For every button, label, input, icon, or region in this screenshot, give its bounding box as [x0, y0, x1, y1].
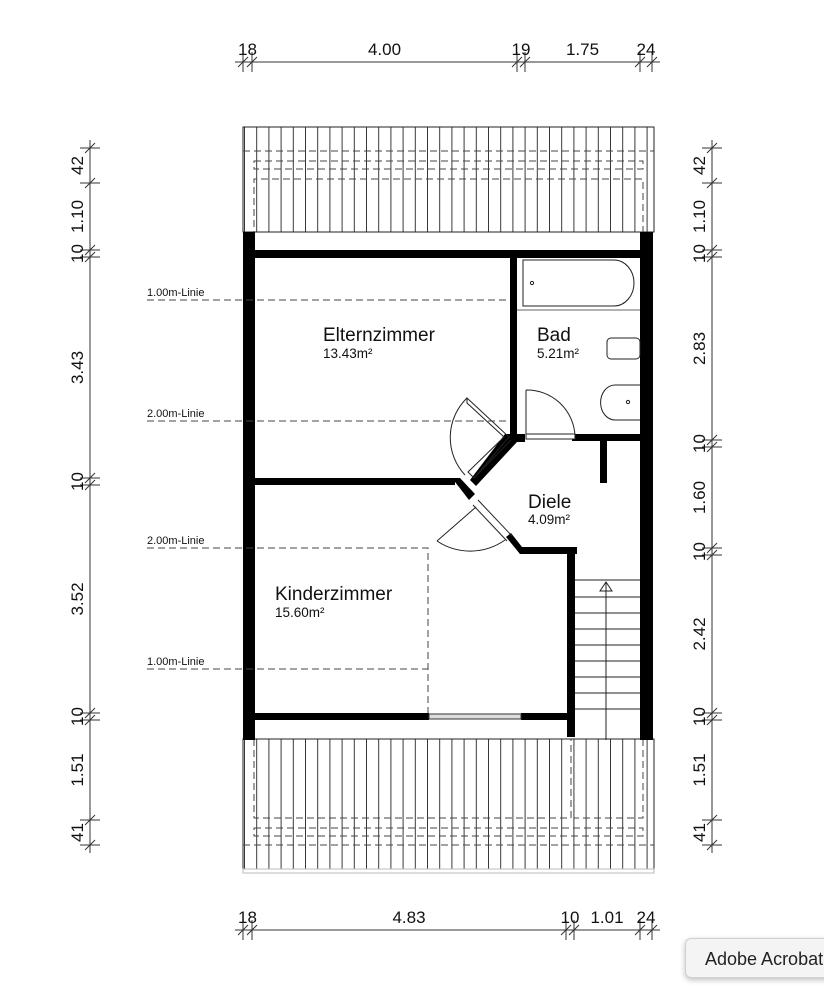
dimension-label: 1.75: [566, 40, 599, 59]
room-name-elternzimmer: Elternzimmer: [323, 325, 436, 346]
door-elternzimmer: [449, 396, 512, 479]
toilet-icon: [606, 337, 641, 360]
acrobat-tooltip: Adobe Acrobat: [685, 938, 824, 978]
bathtub: [522, 259, 635, 307]
room-name-bad: Bad: [537, 325, 571, 346]
dimension-label: 10: [561, 908, 580, 927]
walls: [243, 232, 653, 740]
dimension-label: 10: [690, 434, 709, 453]
dimension-label: 19: [512, 40, 531, 59]
dimension-label: 10: [690, 244, 709, 263]
dimension-label: 18: [238, 40, 257, 59]
roof-top: [242, 126, 655, 260]
dimension-label: 10: [68, 707, 87, 726]
dimension-label: 4.83: [392, 908, 425, 927]
dimension-label: 41: [690, 823, 709, 842]
dimension-label: 42: [690, 156, 709, 175]
staircase[interactable]: [575, 579, 640, 740]
dimension-label: 41: [68, 823, 87, 842]
dimension-label: 1.51: [690, 753, 709, 786]
door-kinderzimmer: [436, 499, 513, 552]
height-line-label: 2.00m-Linie: [147, 408, 204, 420]
dimension-lines: [80, 52, 722, 940]
room-name-diele: Diele: [528, 492, 571, 513]
height-lines: [147, 299, 510, 713]
dimension-label: 1.10: [68, 200, 87, 233]
dimension-label: 1.60: [690, 481, 709, 514]
dimension-label: 10: [690, 542, 709, 561]
height-line-label: 1.00m-Linie: [147, 287, 204, 299]
dimension-label: 1.51: [68, 753, 87, 786]
dimension-label: 2.42: [690, 617, 709, 650]
dimension-label: 42: [68, 156, 87, 175]
door-bad: [525, 389, 576, 440]
dimension-label: 24: [637, 908, 656, 927]
room-area-diele: 4.09m²: [528, 512, 571, 527]
dimension-label: 24: [637, 40, 656, 59]
room-area-kinderzimmer: 15.60m²: [275, 605, 325, 620]
dimension-label: 1.10: [690, 200, 709, 233]
room-name-kinderzimmer: Kinderzimmer: [275, 584, 393, 605]
dimension-label: 3.52: [68, 582, 87, 615]
dimension-label: 18: [238, 908, 257, 927]
height-line-label: 2.00m-Linie: [147, 535, 204, 547]
dimension-label: 10: [690, 707, 709, 726]
room-area-elternzimmer: 13.43m²: [323, 346, 373, 361]
height-line-label: 1.00m-Linie: [147, 656, 204, 668]
window: [428, 713, 522, 720]
dimension-label: 10: [68, 472, 87, 491]
dimension-label: 3.43: [68, 351, 87, 384]
dimension-label: 10: [68, 244, 87, 263]
sink-icon: [600, 384, 640, 421]
dimension-label: 4.00: [368, 40, 401, 59]
room-area-bad: 5.21m²: [537, 346, 580, 361]
dimension-label: 1.01: [590, 908, 623, 927]
roof-bottom: [242, 738, 655, 874]
dimension-label: 2.83: [690, 332, 709, 365]
